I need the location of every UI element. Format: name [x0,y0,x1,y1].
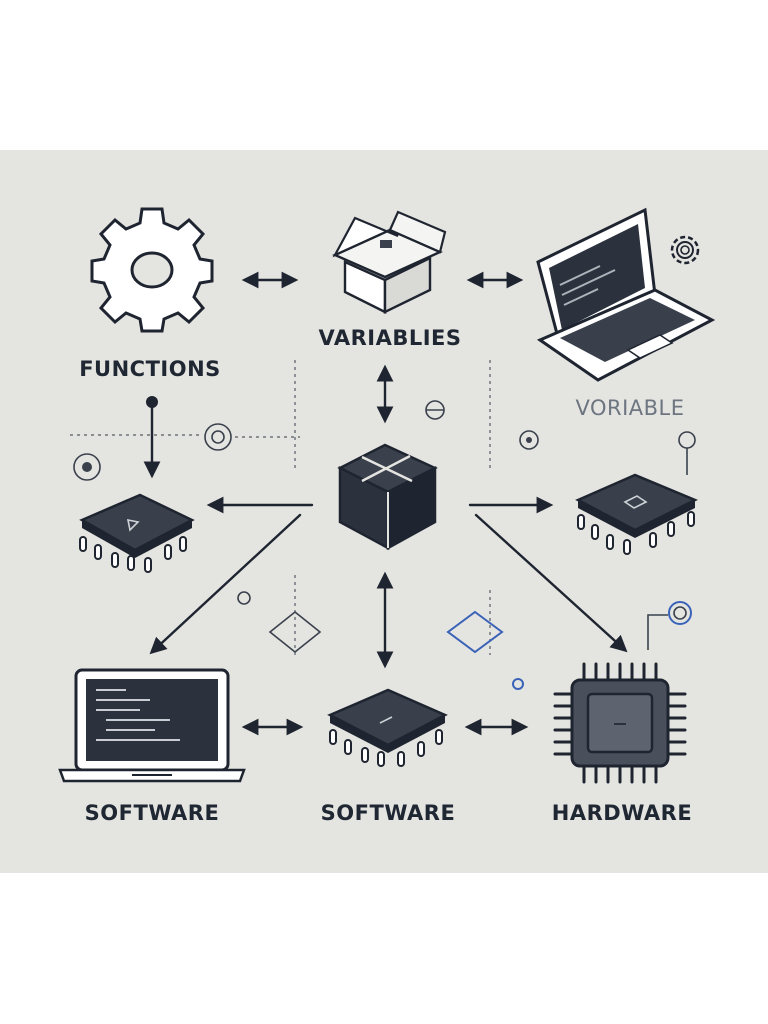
monitor-icon [58,668,246,783]
box-icon [332,210,447,314]
cube-icon [337,443,438,551]
functions-label: FUNCTIONS [79,357,221,381]
gear-icon [90,207,214,333]
voriable-label: VORIABLE [575,396,684,420]
chip-icon [575,473,699,555]
chip-icon [79,493,195,573]
processor-icon [553,662,687,784]
dashed-guides [70,360,491,655]
decorative-nodes [73,400,696,690]
small-gear-icon [670,235,700,265]
laptop-icon [536,207,716,382]
variables-label: VARIABLIES [319,326,462,350]
connectors [143,271,628,736]
software-left-label: SOFTWARE [85,801,220,825]
software-center-label: SOFTWARE [321,801,456,825]
chip-icon [327,688,448,767]
hardware-label: HARDWARE [552,801,692,825]
